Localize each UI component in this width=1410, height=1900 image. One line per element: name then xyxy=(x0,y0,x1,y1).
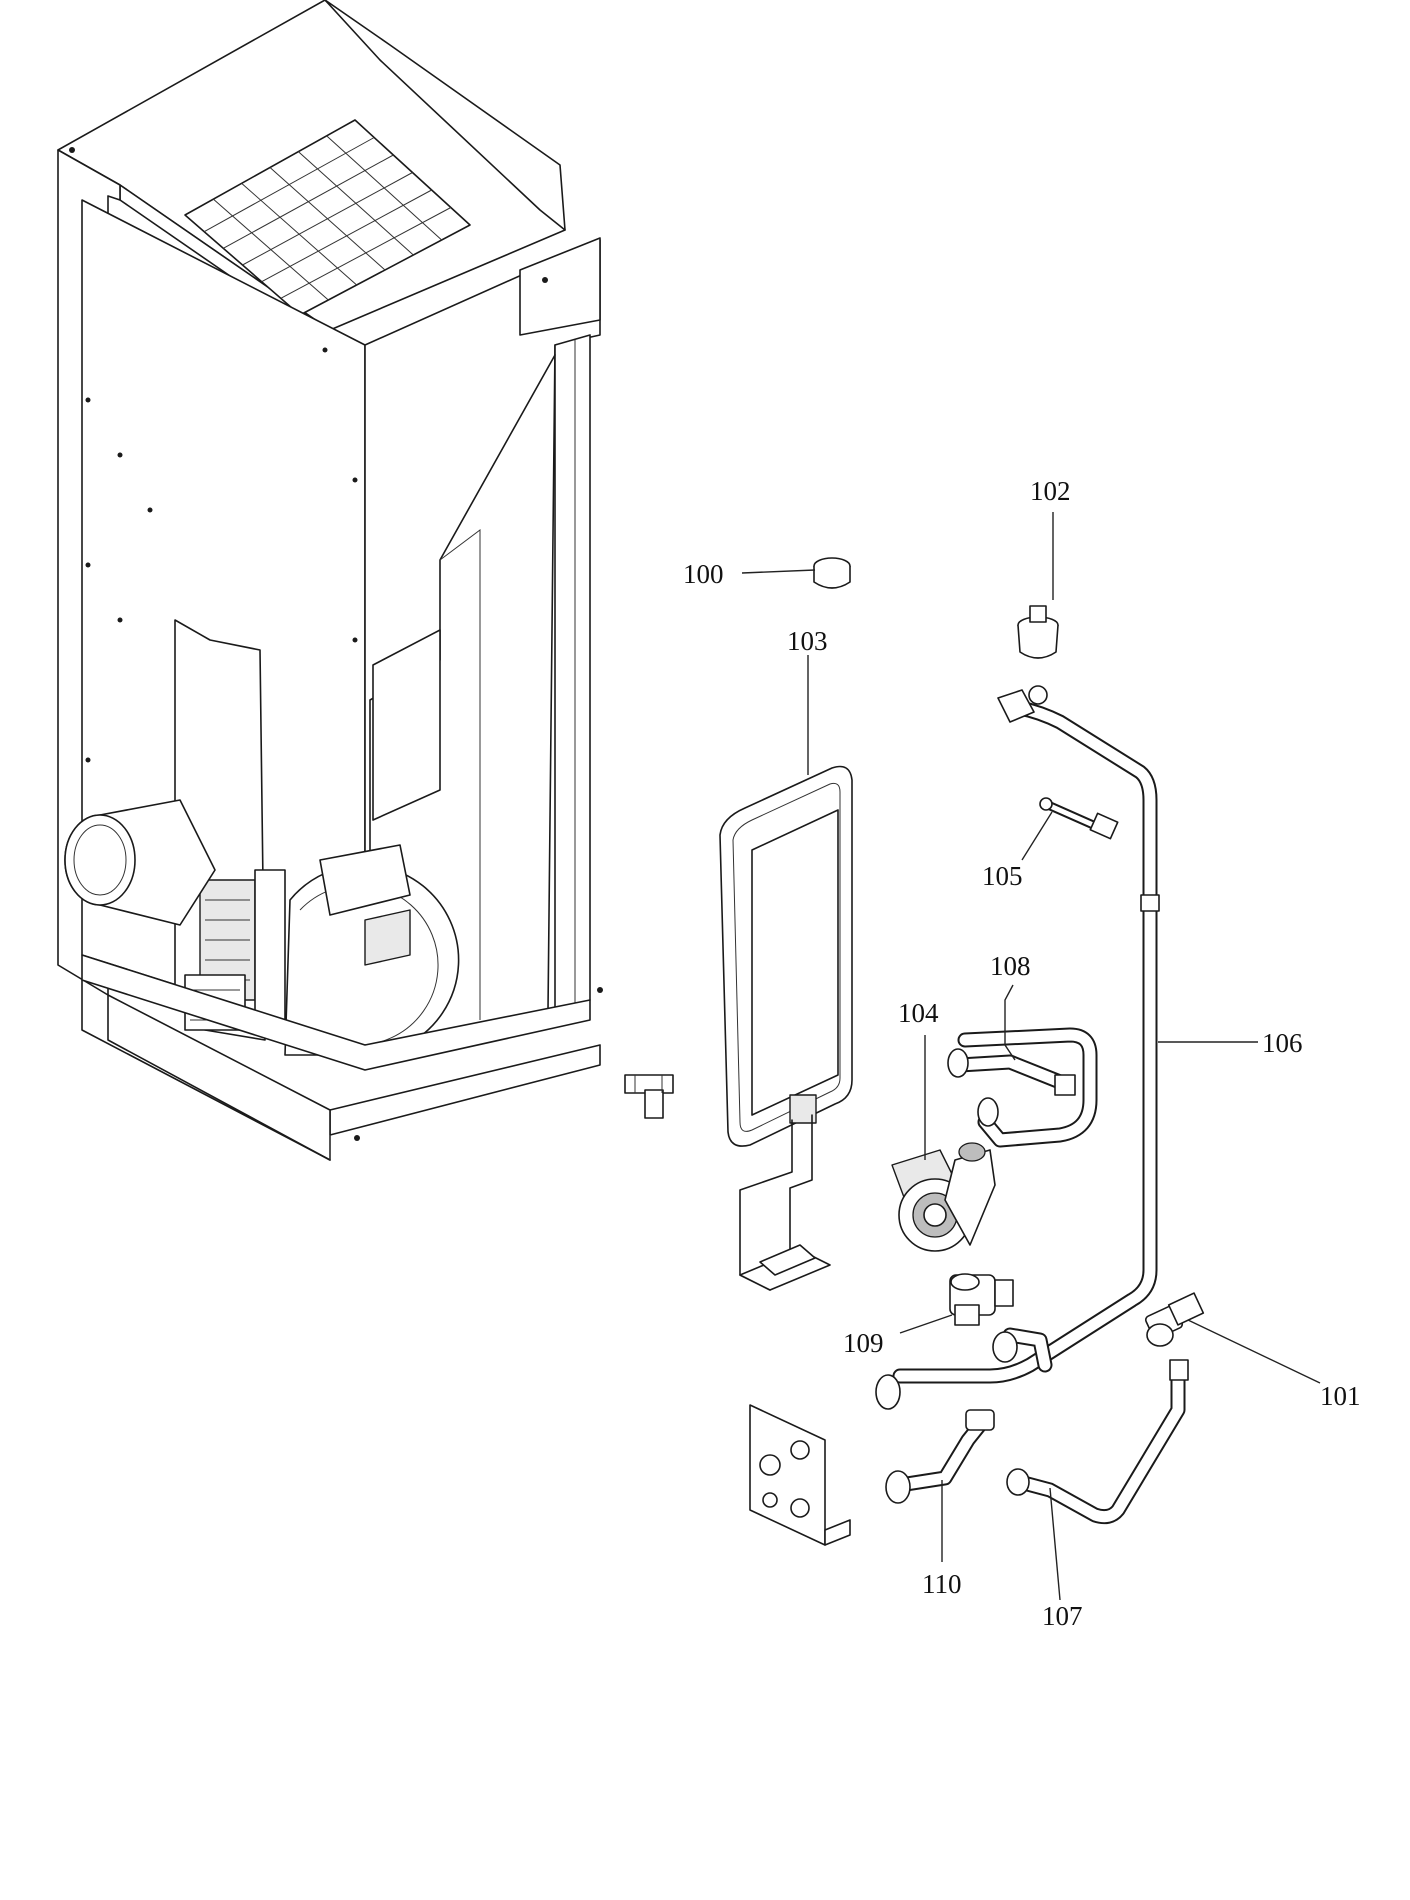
label-109: 109 xyxy=(843,1328,884,1358)
top-grid-panel xyxy=(184,119,471,316)
pipe-110 xyxy=(885,1409,995,1504)
label-102: 102 xyxy=(1030,476,1071,506)
pipe-106 xyxy=(875,685,1160,1410)
pipe-108 xyxy=(947,1027,1098,1148)
plug-cap xyxy=(813,557,851,589)
circulation-pump xyxy=(891,1142,996,1252)
label-106: 106 xyxy=(1262,1028,1303,1058)
pipe-bend xyxy=(992,1327,1053,1373)
valve-109 xyxy=(949,1273,1014,1326)
grid-line xyxy=(280,207,452,299)
label-101: 101 xyxy=(1320,1381,1361,1411)
boiler-cabinet xyxy=(57,0,603,1161)
sensor-rod xyxy=(1039,797,1119,840)
tee-fitting xyxy=(624,1074,674,1119)
burner-assembly xyxy=(64,619,460,1056)
label-105: 105 xyxy=(982,861,1023,891)
mounting-plate xyxy=(749,1404,851,1546)
air-vent xyxy=(1017,605,1059,659)
label-110: 110 xyxy=(922,1569,962,1599)
label-107: 107 xyxy=(1042,1601,1083,1631)
part-labels: 100 102 103 105 108 104 106 109 101 110 … xyxy=(683,476,1361,1631)
label-104: 104 xyxy=(898,998,939,1028)
label-103: 103 xyxy=(787,626,828,656)
fitting-101 xyxy=(1144,1292,1205,1347)
label-100: 100 xyxy=(683,559,724,589)
leader-lines xyxy=(741,512,1321,1601)
label-108: 108 xyxy=(990,951,1031,981)
expansion-vessel xyxy=(719,765,853,1291)
pipe-107 xyxy=(1006,1359,1189,1525)
